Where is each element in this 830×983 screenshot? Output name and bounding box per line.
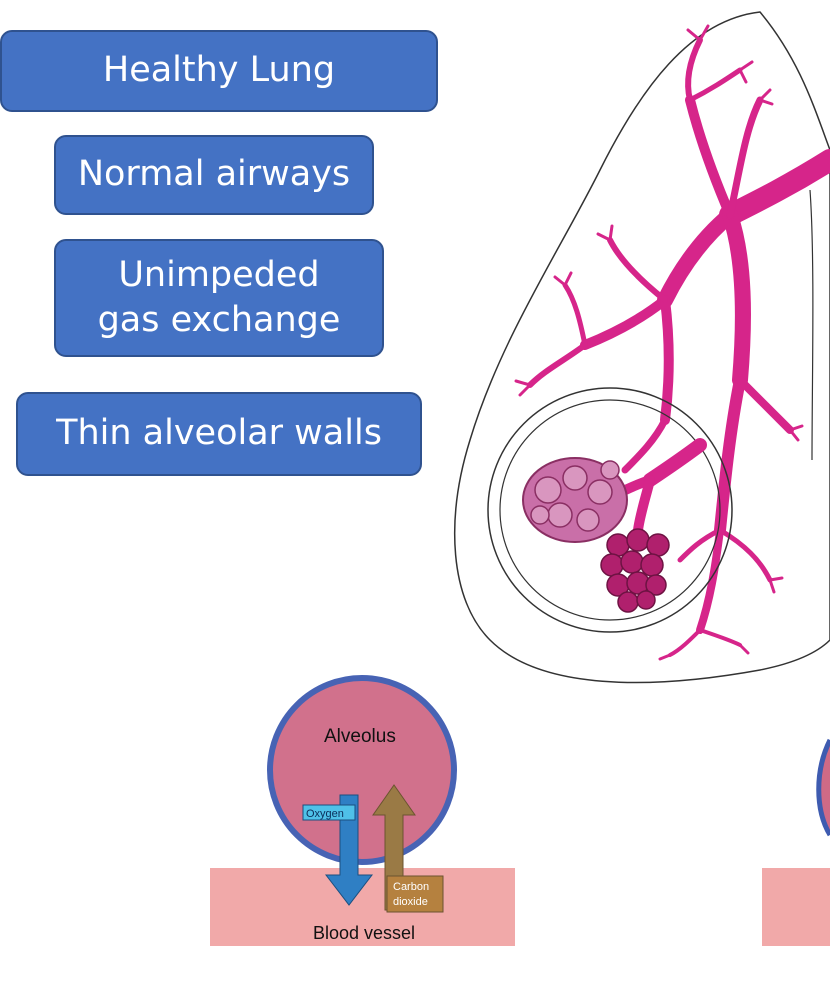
- alveolar-sac-cross-section: [522, 457, 628, 543]
- normal-airways-text: Normal airways: [77, 154, 351, 195]
- magnifier-outer-ring: [487, 387, 733, 633]
- alveolus-edge-right: [816, 738, 830, 837]
- gas-exchange-line-1: Unimpeded: [118, 254, 320, 295]
- alveolus-label: Alveolus: [324, 726, 396, 747]
- magnifier-inner-ring: [499, 399, 721, 621]
- oxygen-label: Oxygen: [306, 808, 344, 820]
- oxygen-label-box: [302, 804, 356, 821]
- co2-label-line-1: Carbon: [393, 881, 429, 893]
- normal-airways-box: Normal airways: [54, 135, 374, 215]
- oxygen-arrow: [324, 794, 374, 906]
- lung-lobe-line: [809, 189, 814, 461]
- gas-exchange-line-2: gas exchange: [97, 300, 341, 340]
- title-box: Healthy Lung: [0, 30, 438, 112]
- terminal-airway: [610, 438, 707, 535]
- alveolar-sac-cluster: [600, 528, 670, 613]
- blood-vessel-label: Blood vessel: [313, 923, 415, 943]
- gas-exchange-text: Unimpeded gas exchange: [98, 253, 341, 344]
- co2-label-line-2: dioxide: [393, 896, 428, 908]
- thin-walls-box: Thin alveolar walls: [16, 392, 422, 476]
- title-text: Healthy Lung: [102, 50, 336, 91]
- alveolus-circle: [267, 675, 457, 865]
- gas-exchange-box: Unimpeded gas exchange: [54, 239, 384, 357]
- blood-vessel-band-right: [762, 868, 830, 946]
- co2-label-box: [386, 875, 444, 913]
- thin-walls-text: Thin alveolar walls: [56, 413, 382, 454]
- bronchial-tree: [514, 24, 830, 661]
